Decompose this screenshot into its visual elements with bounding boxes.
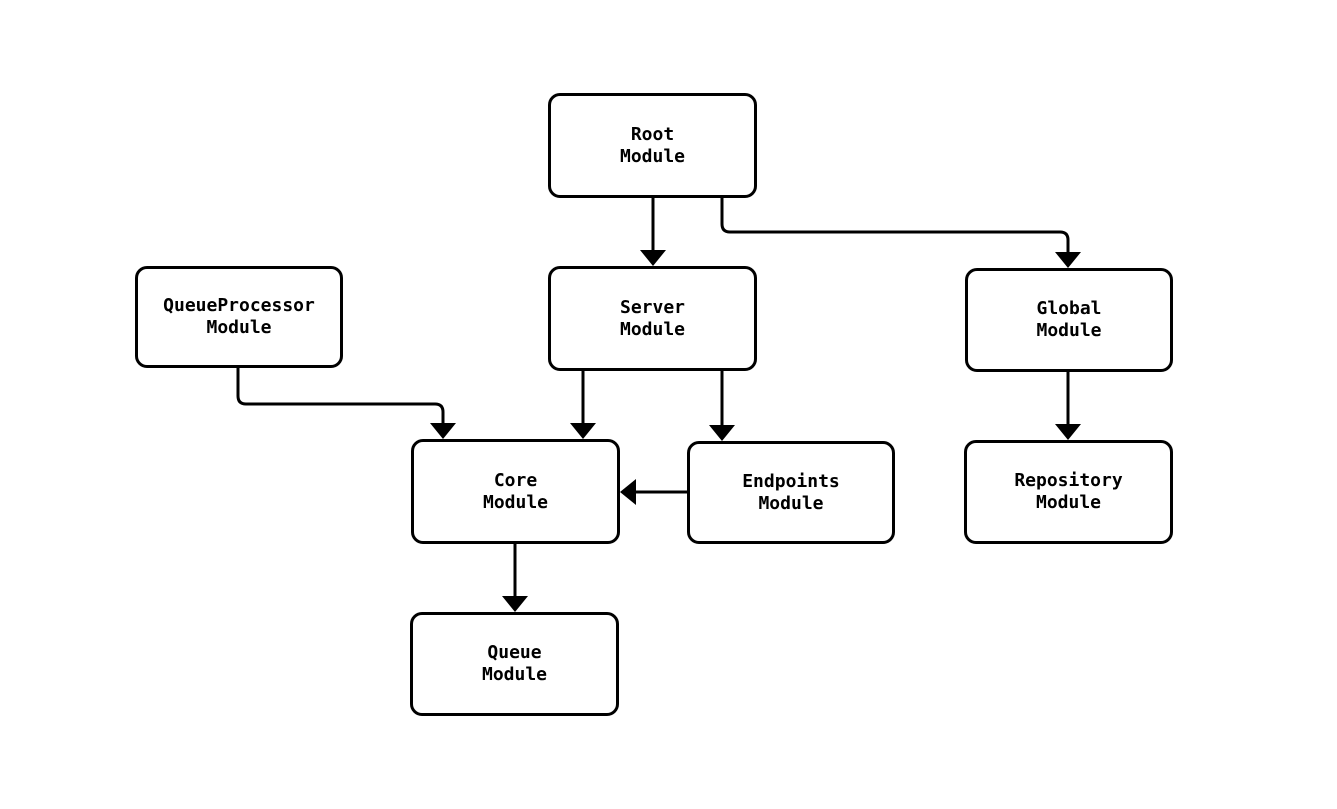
arrowhead-icon (430, 423, 456, 439)
arrowhead-icon (640, 250, 666, 266)
edge-core-to-queue (502, 544, 528, 612)
edge-server-to-endpoints (709, 371, 735, 441)
arrowhead-icon (1055, 252, 1081, 268)
node-root-module: Root Module (548, 93, 757, 198)
node-queue-module: Queue Module (410, 612, 619, 716)
edge-endpoints-to-core (620, 479, 687, 505)
edge-server-to-core (570, 371, 596, 439)
arrowhead-icon (570, 423, 596, 439)
edge-line (720, 198, 1070, 258)
node-global-module: Global Module (965, 268, 1173, 372)
arrowhead-icon (709, 425, 735, 441)
node-repository-module: Repository Module (964, 440, 1173, 544)
edge-root-to-global (720, 198, 1081, 268)
node-queueprocessor-module: QueueProcessor Module (135, 266, 343, 368)
arrowhead-icon (502, 596, 528, 612)
node-endpoints-module: Endpoints Module (687, 441, 895, 544)
node-core-module: Core Module (411, 439, 620, 544)
arrowhead-icon (1055, 424, 1081, 440)
edge-queueprocessor-to-core (236, 368, 456, 439)
edge-root-to-server (640, 198, 666, 266)
node-server-module: Server Module (548, 266, 757, 371)
edge-global-to-repository (1055, 372, 1081, 440)
edge-line (236, 368, 445, 429)
arrowhead-icon (620, 479, 636, 505)
